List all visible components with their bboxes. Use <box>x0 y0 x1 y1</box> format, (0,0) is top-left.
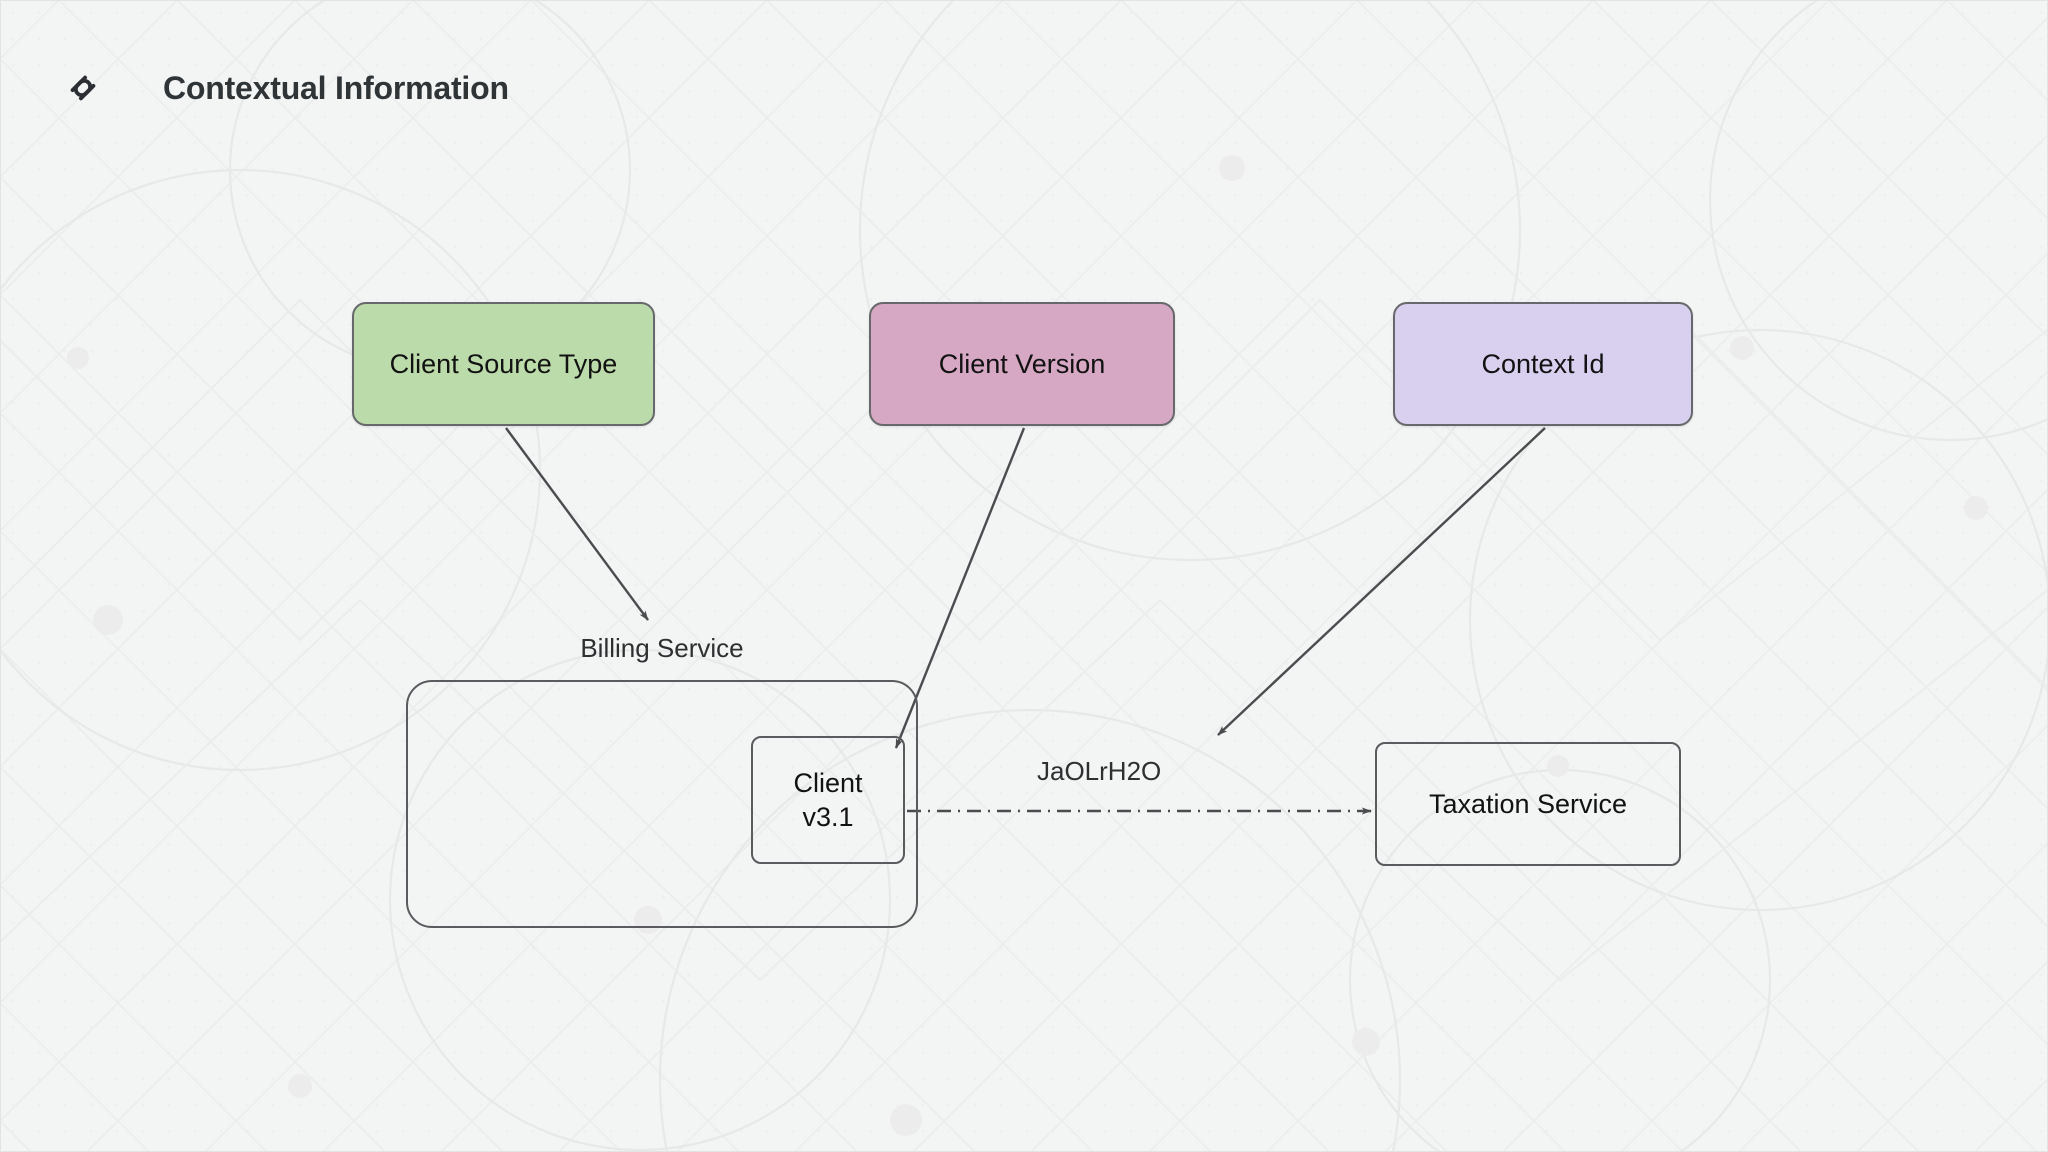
group-billing-service[interactable] <box>406 680 918 928</box>
node-client[interactable]: Client v3.1 <box>751 736 905 864</box>
node-client-version-value: v3.1 <box>802 802 854 832</box>
squarespace-logo-icon <box>70 75 96 101</box>
node-client-source-type[interactable]: Client Source Type <box>352 302 655 426</box>
edge-label-client-to-taxation-service: JaOLrH2O <box>1037 756 1162 786</box>
edge-client-source-type-to-billing-service <box>505 427 649 621</box>
node-client-version[interactable]: Client Version <box>869 302 1175 426</box>
node-client-name: Client <box>793 767 863 798</box>
edge-context-id-to-taxation-service <box>1217 427 1546 736</box>
group-label-billing-service: Billing Service <box>580 633 744 663</box>
node-context-id[interactable]: Context Id <box>1393 302 1693 426</box>
node-taxation-service[interactable]: Taxation Service <box>1375 742 1681 866</box>
page-title: Contextual Information <box>163 70 509 106</box>
